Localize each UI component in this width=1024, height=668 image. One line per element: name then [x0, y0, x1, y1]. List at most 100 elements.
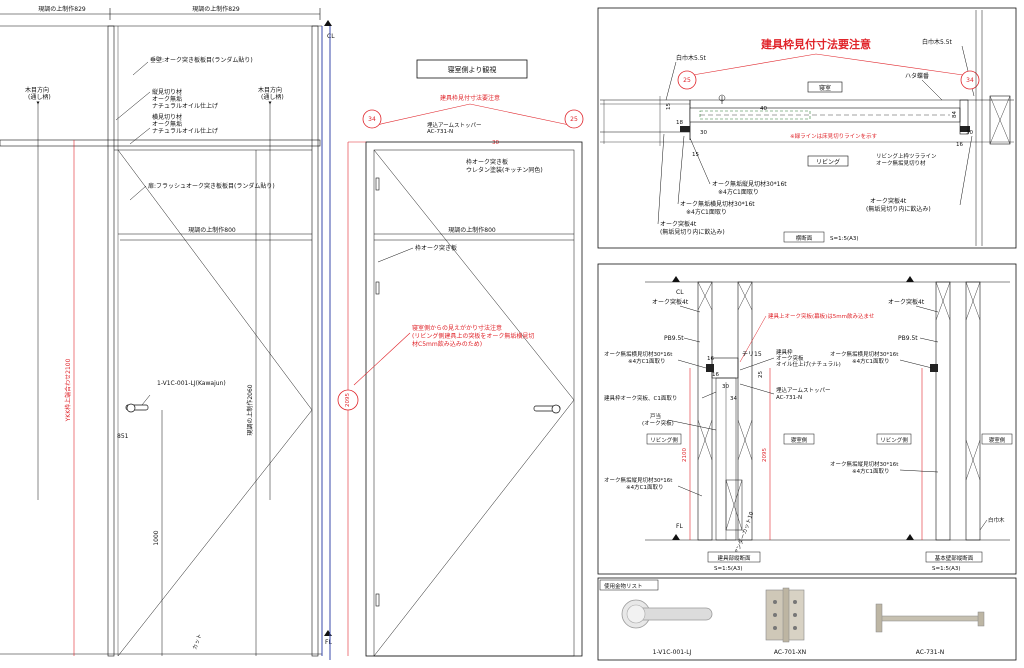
plan-hinge: ハタ蝶番	[905, 72, 929, 80]
hardware-code-2: AC-701-XN	[774, 649, 806, 656]
sec-todome-2: (オーク突板)	[642, 419, 674, 427]
wall-note: 垂壁:オーク突き板板目(ランダム貼り)	[150, 56, 253, 64]
cut-mark-left: カット	[191, 633, 203, 651]
plan-green-note: ※緑ラインは床見切りラインを示す	[790, 132, 878, 140]
plan-dim-15a: 15	[666, 103, 672, 110]
plan-bedroom: 寝室	[819, 84, 831, 92]
plan-circle-34: 34	[966, 77, 974, 84]
grain-right-2: (通し柄)	[261, 93, 284, 101]
grain-left-1: 木目方向	[25, 86, 49, 94]
plan-scale-label: 横断面	[796, 234, 813, 242]
sec-label-right: 基本壁部縦断面	[935, 554, 974, 562]
sec-oak4-right: オーク突板4t	[888, 298, 925, 306]
sec-pb-left: PB9.5t	[664, 335, 684, 342]
sec-dim-16: 16	[707, 356, 714, 362]
plan-note3-2: (無垢見切り内に飲込み)	[660, 228, 725, 236]
sec-cl: CL	[676, 289, 684, 296]
plan-dim-30a: 30	[966, 130, 973, 136]
frame-dim-30: 30	[492, 140, 499, 146]
sec-dim-34: 34	[730, 396, 737, 402]
red-note2-2: (リビング側建具上の突板をオーク無垢横見切	[412, 332, 534, 340]
view-title-box	[416, 59, 528, 79]
plan-note1-1: オーク無垢縦見切材30*16t	[712, 180, 787, 188]
sec-stopper-1: 埋込アームストッパー	[776, 386, 831, 394]
sec-note-v-right-2: ※4方C1面取り	[852, 357, 889, 365]
sec-note-v-left-1: オーク無垢横見切材30*16t	[604, 350, 673, 358]
sec-red-note: 建具上オーク突板(幕板)は5mm飲み込ませ	[768, 312, 875, 320]
circle-2095: 2095	[345, 393, 351, 407]
sec-dim-16b: 16	[712, 372, 719, 378]
hardware-title: 使用金物リスト	[604, 582, 643, 590]
room-living-label	[807, 155, 849, 167]
plan-note4-1: オーク突板4t	[870, 197, 907, 205]
shiro-right: 白巾木5.5t	[922, 38, 953, 46]
sec-pb-right: PB9.5t	[898, 335, 918, 342]
sec-note-mid-right-1: オーク無垢縦見切材30*16t	[830, 460, 899, 468]
sec-dim-2100: 2100	[682, 448, 688, 462]
plan-note3-1: オーク突板4t	[660, 220, 697, 228]
dim-851: 851	[117, 433, 129, 440]
sec-note-mid-right-2: ※4方C1面取り	[852, 467, 889, 475]
sec-living-r: リビング側	[880, 436, 908, 444]
floor-note-2: オーク無垢見切り材	[876, 159, 926, 167]
sec-living-l: リビング側	[650, 436, 678, 444]
frame-v-note-3: ナチュラルオイル仕上げ	[152, 102, 218, 110]
sec-dim-2095: 2095	[762, 448, 768, 462]
cl-label-left: CL	[327, 33, 335, 40]
elevation-dim-800: 現調の上制作800	[188, 226, 236, 234]
frame-oak2: 枠オーク突き板	[415, 244, 457, 252]
hardware-list: 使用金物リスト 1-V1C-001-LJ AC-701-XN AC-731-N	[597, 577, 1017, 661]
sec-fl: FL	[676, 523, 683, 530]
sec-stopper-2: AC-731-N	[776, 395, 802, 401]
plan-section: 建具枠見付寸法要注意 白巾木5.5t 白巾木5.5t 25 34 ハタ蝶番 寝室	[597, 7, 1017, 249]
sec-bed-l: 寝室側	[791, 436, 808, 444]
dim-2060: 現調の上制作2060	[246, 384, 254, 435]
sec-chiri: チリ15	[742, 351, 762, 358]
plan-circle-25: 25	[683, 77, 691, 84]
frame-oak-note-2: ウレタン塗装(キッチン同色)	[466, 166, 543, 174]
frame-h-note-2: オーク無垢	[152, 120, 182, 128]
elevation-living: 現調の上制作829 現調の上制作829 CL FL 現調の上制作800 垂壁:オ…	[0, 5, 335, 657]
plan-dim-30b: 30	[700, 130, 707, 136]
sec-frame-note-3: オイル仕上げ(ナチュラル)	[776, 360, 841, 368]
floor-note-1: リビング上枠ツラライン	[876, 152, 937, 160]
door-note: 扉:フラッシュオーク突き板板目(ランダム貼り)	[148, 182, 275, 190]
bedroom-dim-800: 現調の上制作800	[448, 226, 496, 234]
frame-oak-note-1: 枠オーク突き板	[466, 158, 508, 166]
handle-note: 1-V1C-001-LJ(Kawajun)	[157, 380, 226, 387]
plan-dim-18: 18	[676, 120, 683, 126]
sec-dim-25: 25	[758, 371, 764, 378]
plan-note2-2: ※4方C1面取り	[686, 208, 727, 216]
sec-shiro: 白巾木	[988, 516, 1005, 524]
stopper-note-1: 埋込アームストッパー	[427, 121, 482, 129]
elevation-bedroom: 寝室側より観視 建具枠見付寸法要注意 34 25 埋込アームストッパー AC-7…	[329, 26, 584, 660]
plan-dim-40: 40	[760, 106, 767, 112]
plan-living: リビング	[816, 158, 840, 166]
sec-note-v-left-2: ※4方C1面取り	[628, 357, 665, 365]
sec-frame-oak-c: 建具枠オーク突板、C1面取り	[604, 394, 677, 402]
sec-frame-note-1: 建具枠	[776, 348, 793, 356]
vertical-sections: CL FL オーク突板4t	[597, 263, 1017, 575]
fl-label-left: FL	[325, 639, 332, 646]
sec-label-left: 建具部縦断面	[717, 554, 751, 562]
hardware-code-3: AC-731-N	[916, 649, 944, 656]
plan-dim-15b: 15	[692, 152, 699, 158]
top-dim-right: 現調の上制作829	[192, 5, 240, 13]
sec-todome-1: 戸当	[650, 412, 661, 420]
frame-v-note-2: オーク無垢	[152, 95, 182, 103]
sec-scale-left: S=1:5(A3)	[714, 566, 743, 572]
bedroom-red-note: 建具枠見付寸法要注意	[440, 94, 500, 102]
plan-note1-2: ※4方C1面取り	[718, 188, 759, 196]
sec-dim-30: 30	[722, 384, 729, 390]
hardware-code-1: 1-V1C-001-LJ	[653, 649, 692, 656]
frame-v-note-1: 縦見切り材	[152, 88, 182, 96]
ykk-label: YKK枠上端合わせ2100	[64, 358, 72, 422]
plan-note2-1: オーク無垢横見切材30*16t	[680, 200, 755, 208]
sec-note-v-right-1: オーク無垢横見切材30*16t	[830, 350, 899, 358]
hinge-icon	[765, 587, 805, 643]
circle-25-right: 25	[570, 116, 578, 123]
sec-note-bottom-left-2: ※4方C1面取り	[626, 483, 663, 491]
sec-note-bottom-left-1: オーク無垢縦見切材30*16t	[604, 476, 673, 484]
